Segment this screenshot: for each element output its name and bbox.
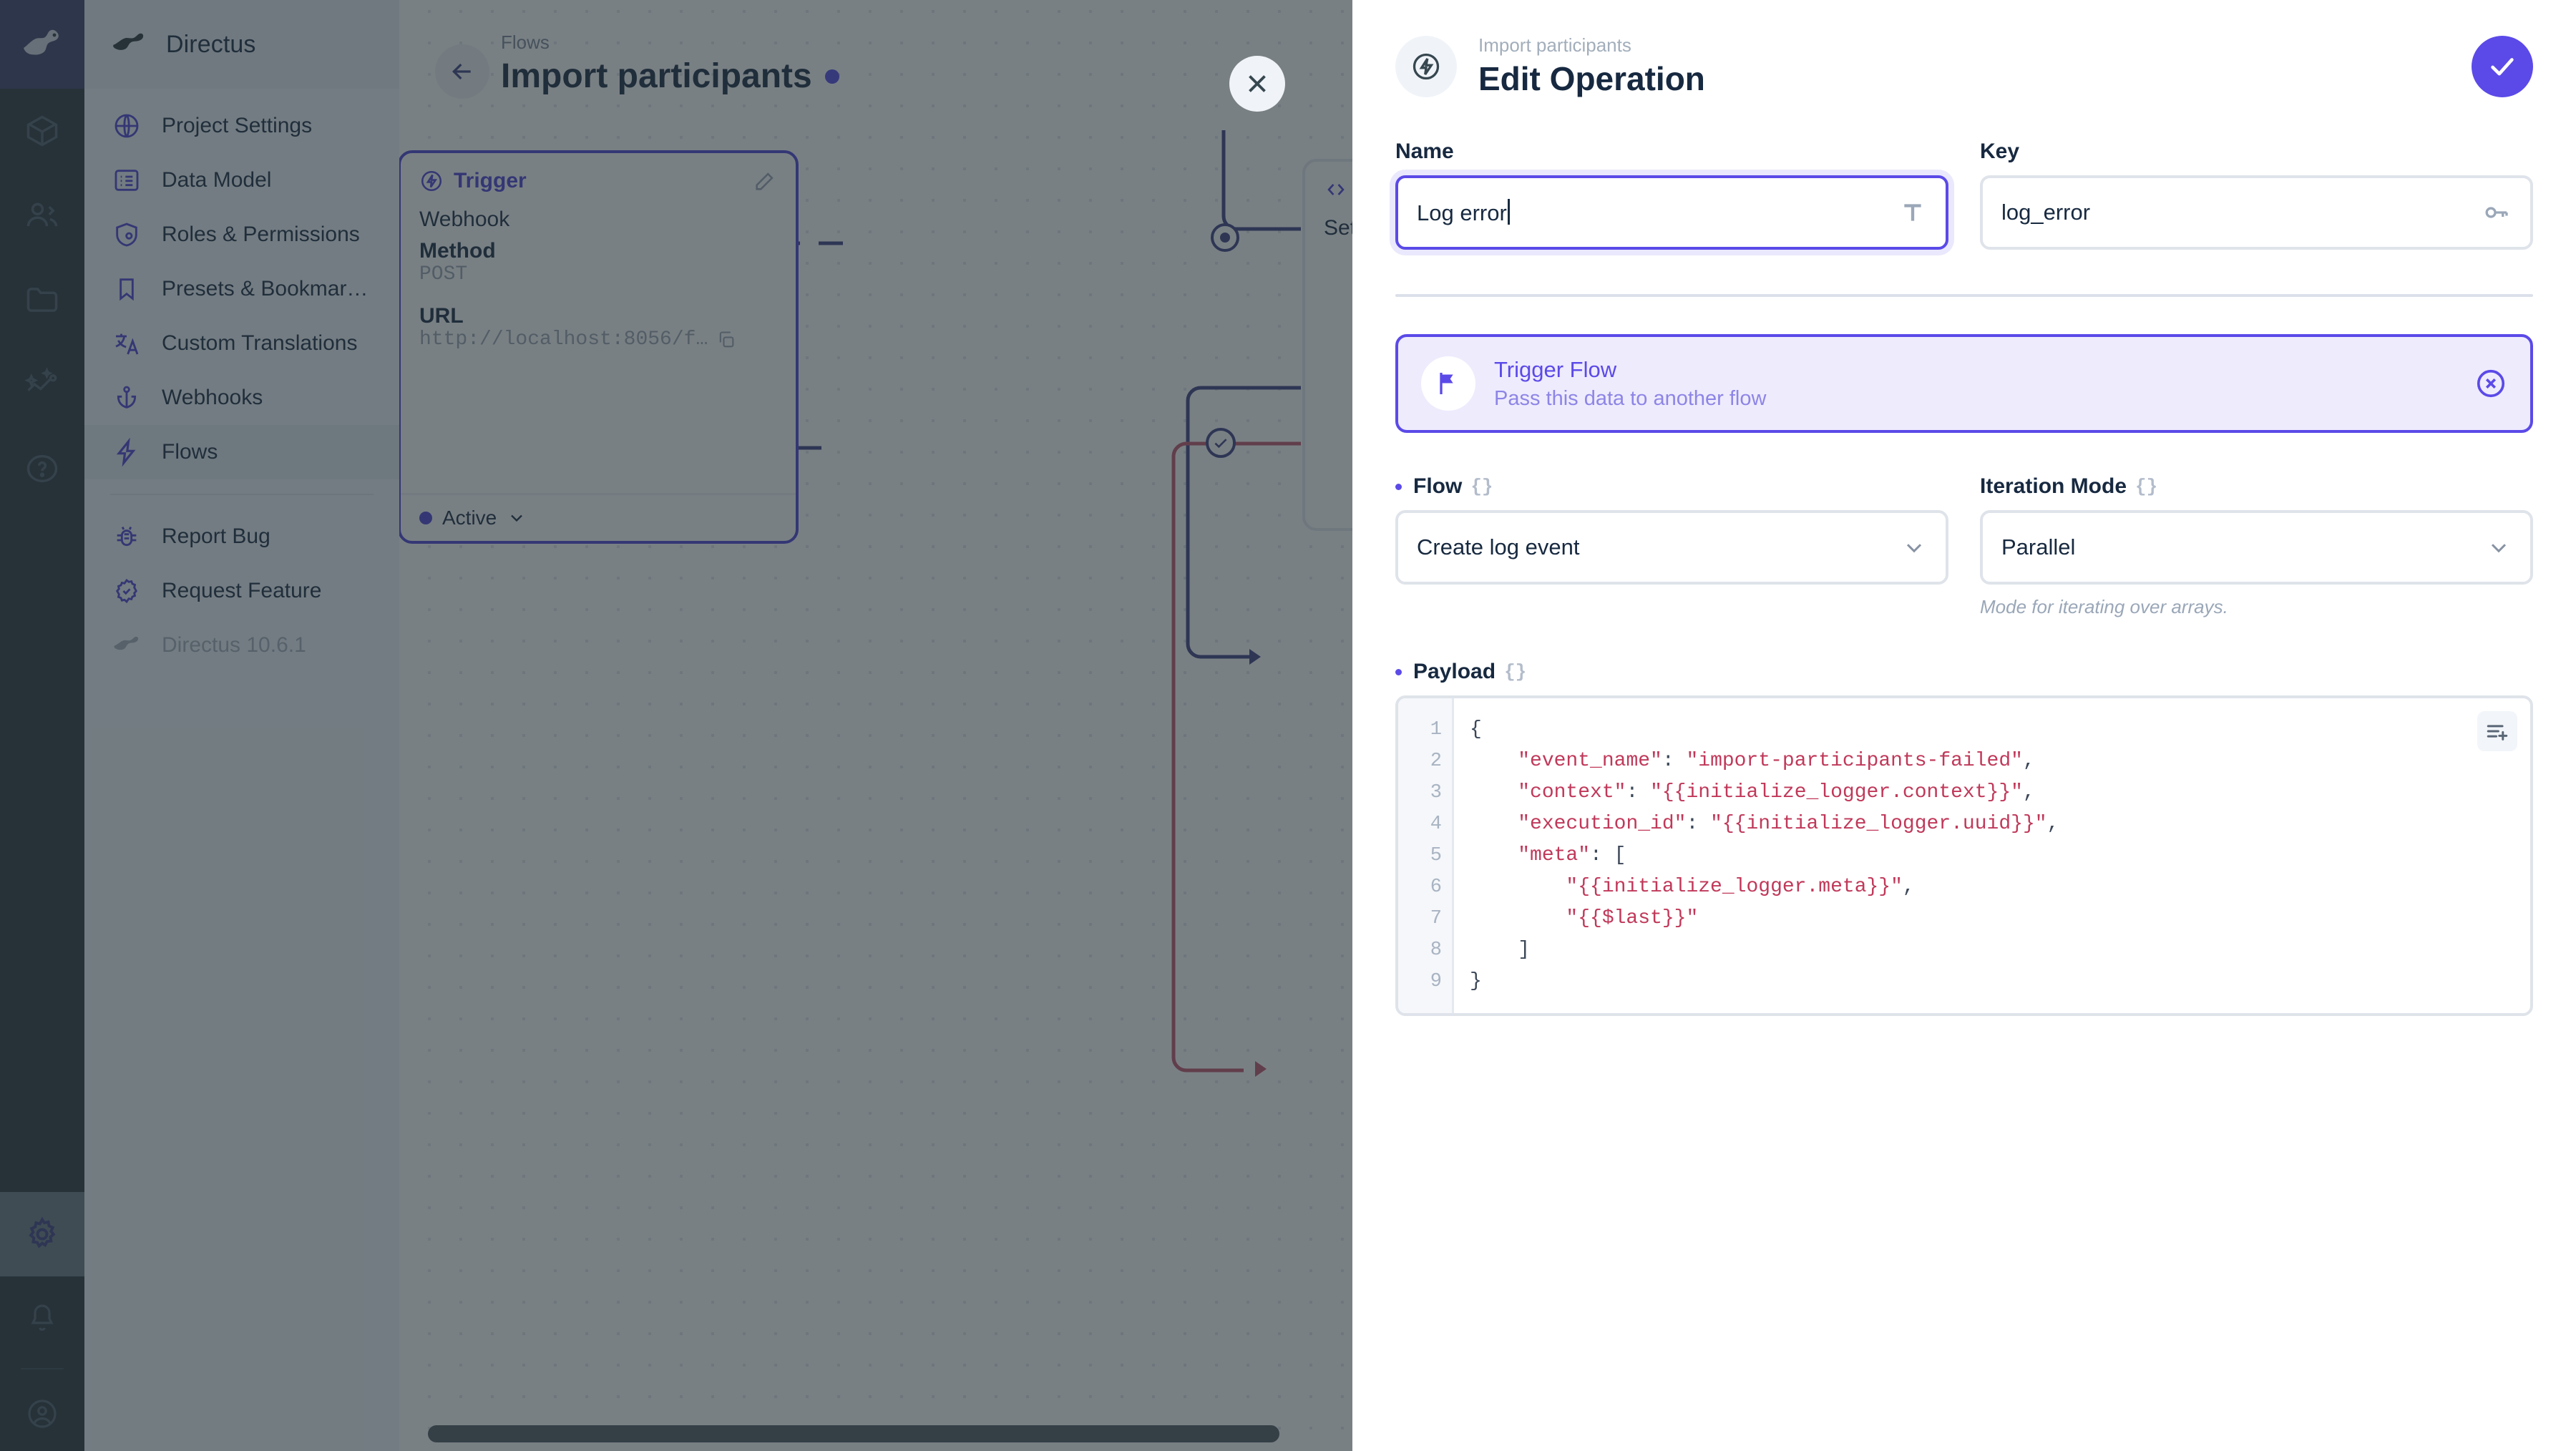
editor-line-number: 9 [1430, 971, 1442, 992]
flow-iteration-row: Flow {} Create log event Iteration Mode … [1395, 433, 2533, 618]
editor-line-number: 4 [1430, 814, 1442, 835]
key-field-label: Key [1980, 140, 2020, 163]
iteration-mode-value: Parallel [2001, 534, 2076, 560]
editor-line-number: 1 [1430, 719, 1442, 741]
payload-field-label: Payload {} [1395, 660, 2533, 684]
editor-code-line: "context": "{{initialize_logger.context}… [1518, 781, 2035, 803]
save-button[interactable] [2472, 35, 2533, 97]
playlist-add-icon[interactable] [2477, 711, 2517, 751]
editor-code-line: "execution_id": "{{initialize_logger.uui… [1518, 813, 2059, 835]
editor-line-number: 6 [1430, 876, 1442, 898]
drawer-title: Edit Operation [1478, 60, 1705, 97]
editor-line-number: 8 [1430, 939, 1442, 961]
name-input-value: Log error [1417, 200, 1507, 225]
key-input[interactable]: log_error [1980, 175, 2533, 250]
name-field-group: Name Log error [1395, 140, 1948, 250]
close-circle-icon [2477, 369, 2505, 398]
text-format-icon [1898, 198, 1927, 227]
iteration-mode-select[interactable]: Parallel [1980, 510, 2533, 585]
text-caret [1507, 199, 1510, 225]
chevron-down-icon [1901, 534, 1927, 560]
payload-code-editor[interactable]: 1 2 3 4 5 6 7 8 9 { "event_name": "import-partic… [1395, 695, 2533, 1016]
iteration-field-label: Iteration Mode {} [1980, 474, 2533, 499]
clear-operation-button[interactable] [2474, 367, 2507, 400]
key-icon [2482, 197, 2512, 228]
bolt-circle-icon [1413, 53, 1440, 79]
editor-line-numbers: 1 2 3 4 5 6 7 8 9 [1398, 698, 1454, 1013]
editor-code-line: "{{$last}}" [1566, 907, 1699, 929]
editor-line-number: 3 [1430, 782, 1442, 803]
operation-type-icon-wrap [1395, 35, 1457, 97]
edit-operation-drawer: Import participants Edit Operation Name … [1352, 0, 2576, 1451]
editor-code-content[interactable]: { "event_name": "import-participants-fai… [1454, 698, 2530, 1013]
drawer-header: Import participants Edit Operation [1352, 0, 2576, 98]
iteration-mode-hint: Mode for iterating over arrays. [1980, 596, 2228, 617]
flow-field-label: Flow {} [1395, 474, 1948, 499]
flow-field-braces: {} [1470, 476, 1493, 497]
name-input-value-wrap: Log error [1417, 199, 1898, 226]
editor-code-line: { [1470, 718, 1482, 741]
drawer-breadcrumb: Import participants [1478, 34, 1631, 56]
flow-field-group: Flow {} Create log event [1395, 474, 1948, 618]
flag-icon-wrap [1421, 356, 1475, 411]
drawer-header-texts: Import participants Edit Operation [1478, 34, 2450, 98]
name-field-label: Name [1395, 140, 1454, 163]
editor-code-line: "meta": [ [1518, 844, 1626, 866]
iteration-field-braces: {} [2135, 476, 2158, 497]
operation-card-texts: Trigger Flow Pass this data to another f… [1494, 357, 2456, 411]
editor-code-line: "event_name": "import-participants-faile… [1518, 750, 2035, 772]
payload-field-group: Payload {} 1 2 3 4 5 6 7 8 9 { "event_name": "im… [1395, 660, 2533, 1016]
name-input[interactable]: Log error [1395, 175, 1948, 250]
chevron-down-icon [2486, 534, 2512, 560]
payload-field-braces: {} [1504, 661, 1527, 683]
editor-line-number: 7 [1430, 908, 1442, 929]
flow-select[interactable]: Create log event [1395, 510, 1948, 585]
operation-card-subtitle: Pass this data to another flow [1494, 386, 1767, 410]
key-input-value: log_error [2001, 200, 2091, 225]
flag-icon [1440, 373, 1453, 394]
close-icon [1249, 75, 1266, 92]
editor-line-number: 2 [1430, 751, 1442, 772]
operation-type-card[interactable]: Trigger Flow Pass this data to another f… [1395, 334, 2533, 433]
drawer-body: Name Log error Key log_error [1352, 98, 2576, 1016]
editor-code-line: } [1470, 970, 1482, 992]
iteration-field-group: Iteration Mode {} Parallel Mode for iter… [1980, 474, 2533, 618]
payload-field-label-text: Payload [1413, 660, 1496, 683]
section-divider [1395, 294, 2533, 297]
close-drawer-button[interactable] [1229, 56, 1285, 112]
check-icon [2491, 57, 2514, 75]
editor-code-line: "{{initialize_logger.meta}}", [1566, 876, 1915, 898]
editor-code-line: ] [1518, 939, 1531, 961]
name-key-row: Name Log error Key log_error [1395, 98, 2533, 250]
flow-field-label-text: Flow [1413, 474, 1463, 498]
editor-line-number: 5 [1430, 845, 1442, 866]
key-field-group: Key log_error [1980, 140, 2533, 250]
iteration-field-label-text: Iteration Mode [1980, 474, 2127, 498]
flow-select-value: Create log event [1417, 534, 1580, 560]
operation-card-title: Trigger Flow [1494, 356, 1617, 382]
